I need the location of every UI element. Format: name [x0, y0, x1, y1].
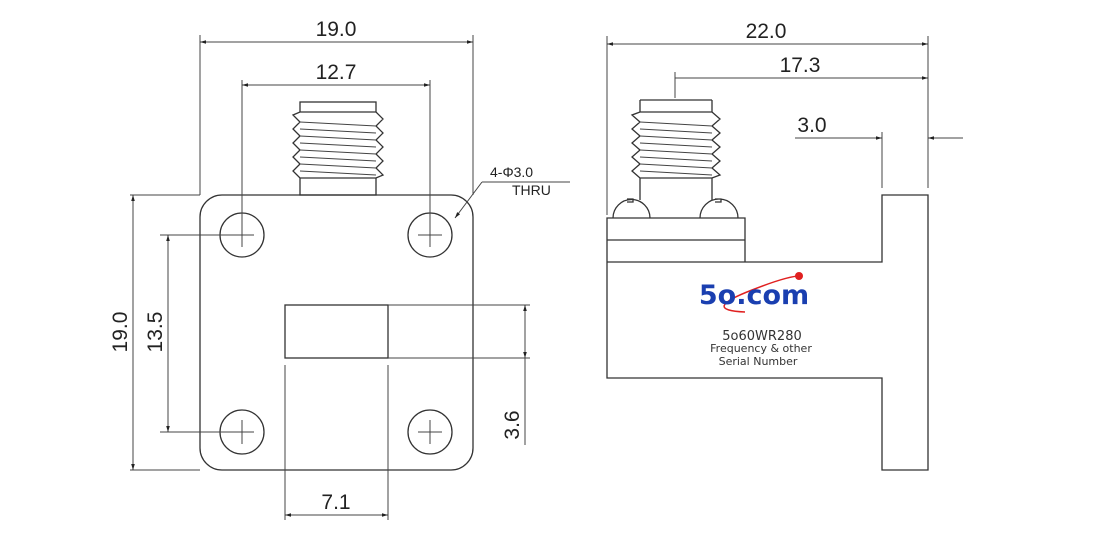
dim-aperture-width: 7.1: [321, 491, 350, 514]
dim-aperture-height: 3.6: [501, 410, 524, 439]
label-frequency: Frequency & other: [710, 342, 812, 355]
body-outline: [606, 194, 929, 471]
brand-logo: 5o.com: [699, 272, 809, 313]
dim-width: 19.0: [316, 18, 357, 41]
mounting-holes: [219, 212, 453, 455]
svg-text:5o.com: 5o.com: [699, 280, 809, 311]
callout-thru: THRU: [512, 182, 551, 198]
dim-hole-spacing-v: 13.5: [144, 312, 167, 353]
dim-hole-spacing-h: 12.7: [316, 61, 357, 84]
flange-outline: [199, 194, 474, 471]
label-serial: Serial Number: [719, 355, 798, 368]
front-view: 19.0 12.7 19.0 13.5 3.6 7.1 4-Φ3.0 THRU: [109, 18, 570, 520]
side-view: 22.0 17.3 3.0 5o.com 5o60WR280 Frequency…: [606, 20, 963, 471]
dim-length: 22.0: [746, 20, 787, 43]
dim-height: 19.0: [109, 312, 132, 353]
dim-connector-offset: 17.3: [780, 54, 821, 77]
screw-heads: [612, 198, 739, 219]
callout-holes: 4-Φ3.0: [490, 164, 533, 180]
connector-front: [291, 101, 385, 196]
connector-side: [612, 99, 739, 219]
model-number: 5o60WR280: [722, 329, 801, 344]
waveguide-aperture: [284, 304, 389, 359]
dim-flange-thickness: 3.0: [797, 114, 826, 137]
